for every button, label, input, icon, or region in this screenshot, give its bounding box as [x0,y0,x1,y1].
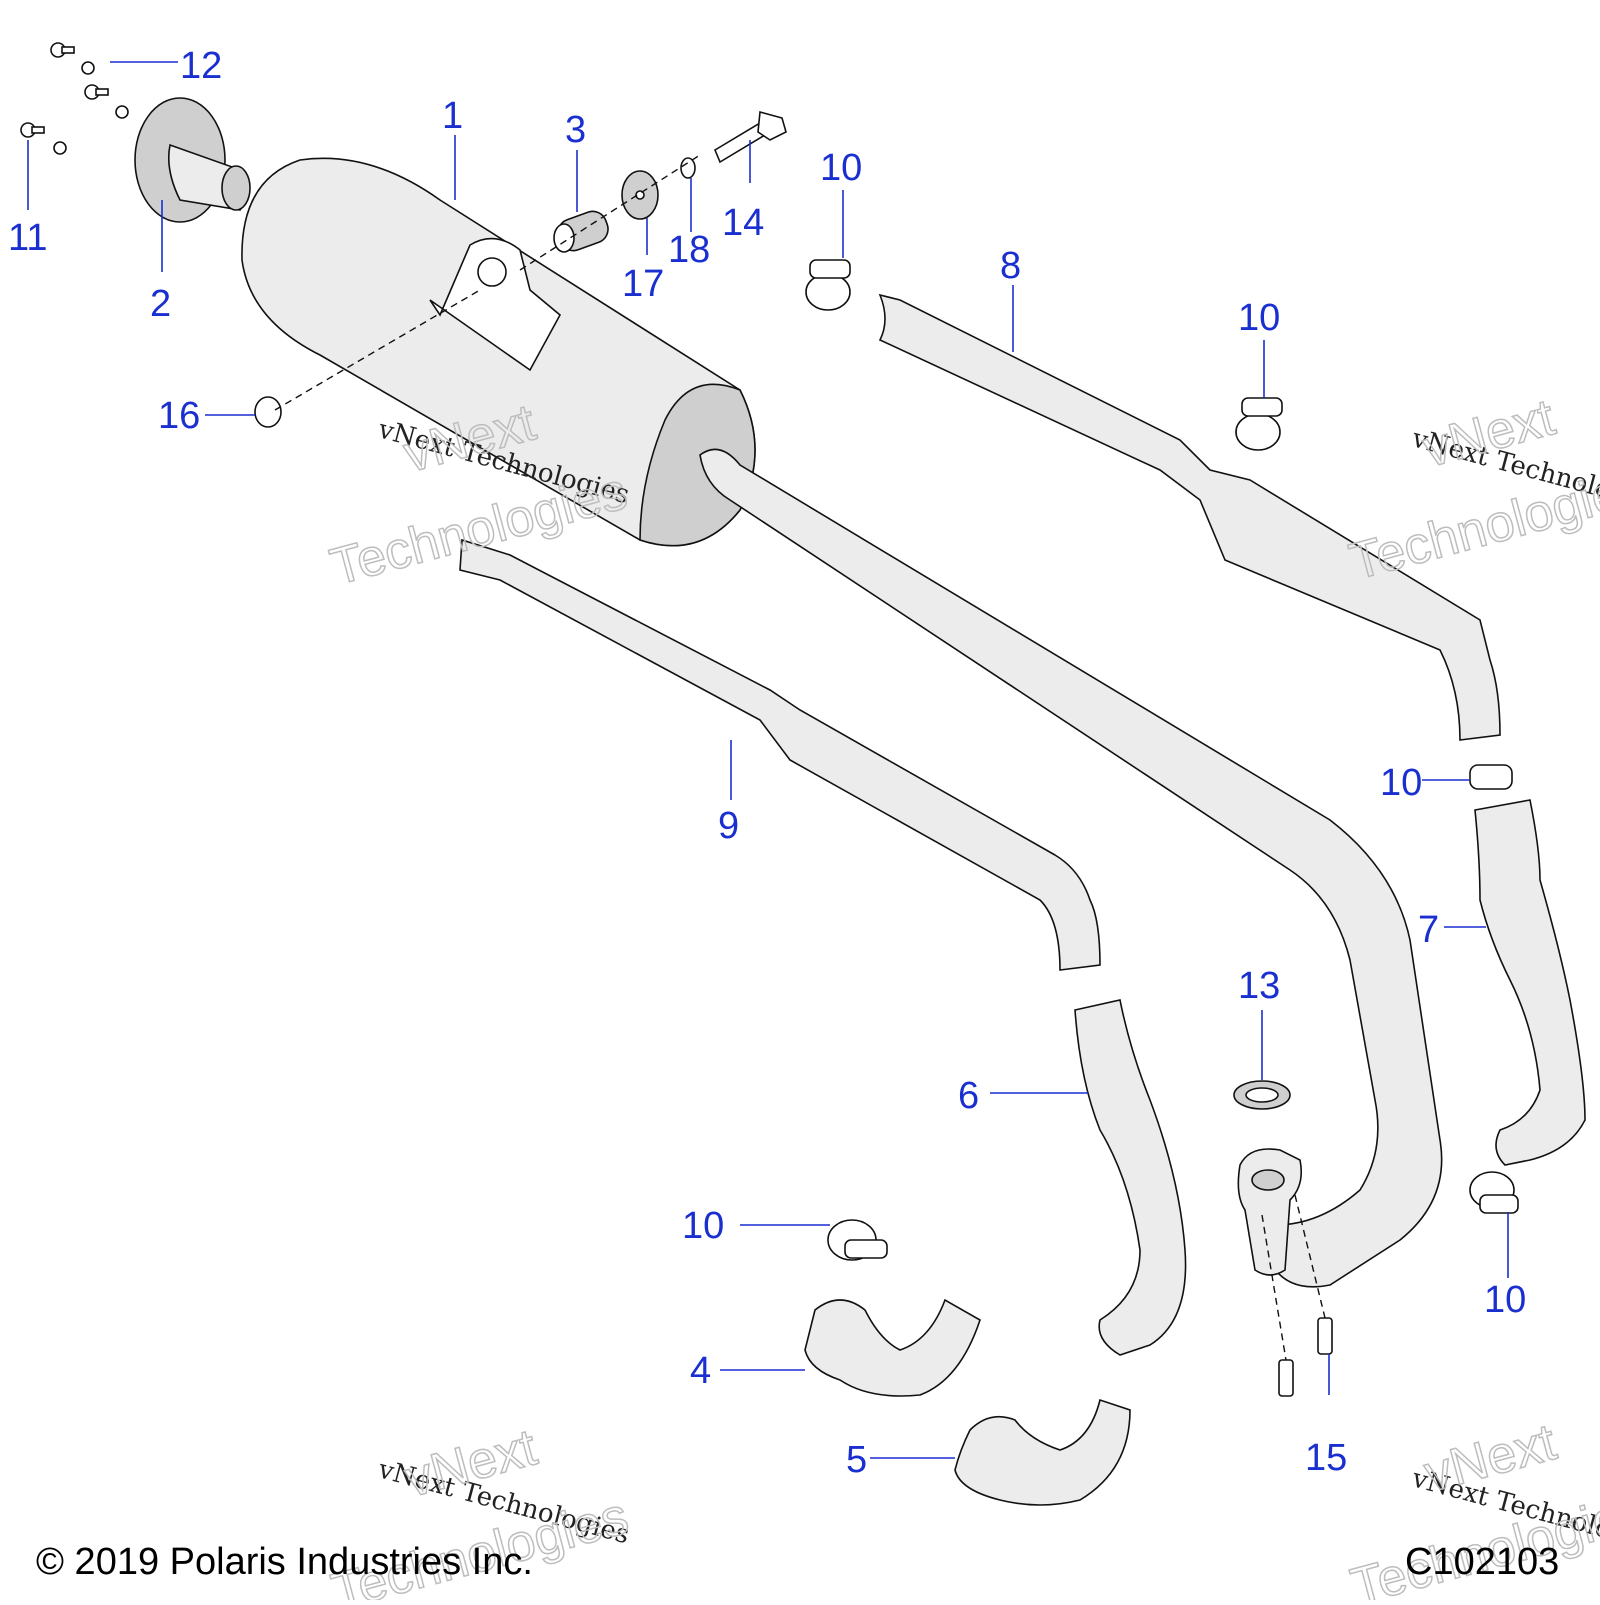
callout-6: 6 [958,1075,979,1117]
callout-18: 18 [668,229,710,271]
copyright-text: © 2019 Polaris Industries Inc. [36,1541,533,1583]
callout-3: 3 [565,109,586,151]
callout-14: 14 [722,202,764,244]
callout-9: 9 [718,805,739,847]
callout-17: 17 [622,263,664,305]
figure-code: C102103 [1405,1541,1559,1583]
callout-16: 16 [158,395,200,437]
heat-shield-part-5[interactable] [954,1398,1131,1506]
watermark-big-right-line2: Technologies [1344,457,1600,592]
callout-10-c: 10 [1380,762,1422,804]
callout-1: 1 [442,95,463,137]
clamp-part-10-d[interactable] [827,1219,888,1261]
callout-10-d: 10 [682,1205,724,1247]
callout-11: 11 [8,217,47,259]
bushing-part-3[interactable] [553,207,612,254]
callout-2: 2 [150,283,171,325]
callout-4: 4 [690,1350,711,1392]
callout-13: 13 [1238,965,1280,1007]
watermark-big-line2: Technologies [325,462,633,597]
leader-lines [27,61,1509,1459]
callout-10-e: 10 [1484,1279,1526,1321]
callout-10-b: 10 [1238,297,1280,339]
washer-part-18[interactable] [680,157,696,179]
nut-part-16[interactable] [254,396,282,428]
callouts: 1 2 3 4 5 6 7 8 9 10 10 10 10 10 11 12 1… [8,45,1526,1481]
callout-8: 8 [1000,245,1021,287]
bolt-part-14[interactable] [713,110,787,164]
clamp-part-10-b[interactable] [1235,397,1283,451]
watermark-big-top-right: vNext Technologies [1343,388,1600,593]
callout-10-a: 10 [820,147,862,189]
heat-shield-part-4[interactable] [804,1298,981,1397]
gasket-part-13[interactable] [1233,1080,1291,1110]
washer-part-17[interactable] [621,170,659,220]
muffler-part-1[interactable] [241,157,756,547]
heat-shield-part-8[interactable] [878,293,1501,741]
clamp-part-10-a[interactable] [805,259,851,311]
clamp-part-10-c[interactable] [1469,764,1513,790]
assembly-line-15a [1261,1214,1287,1361]
screws-part-11-12[interactable] [20,42,129,155]
assembly-line-15b [1294,1194,1326,1319]
heat-shield-part-7[interactable] [1474,799,1586,1166]
header-flange [1237,1148,1303,1276]
bolts-part-15[interactable] [1278,1317,1333,1397]
heat-shield-part-9[interactable] [459,538,1101,971]
clamp-part-10-e[interactable] [1469,1171,1519,1214]
callout-5: 5 [846,1439,867,1481]
spark-arrestor-part-2[interactable] [134,97,251,223]
callout-12: 12 [180,45,222,87]
heat-shield-part-6[interactable] [1074,999,1187,1356]
callout-7: 7 [1418,909,1439,951]
assembly-line-16 [274,289,481,411]
callout-15: 15 [1305,1437,1347,1479]
